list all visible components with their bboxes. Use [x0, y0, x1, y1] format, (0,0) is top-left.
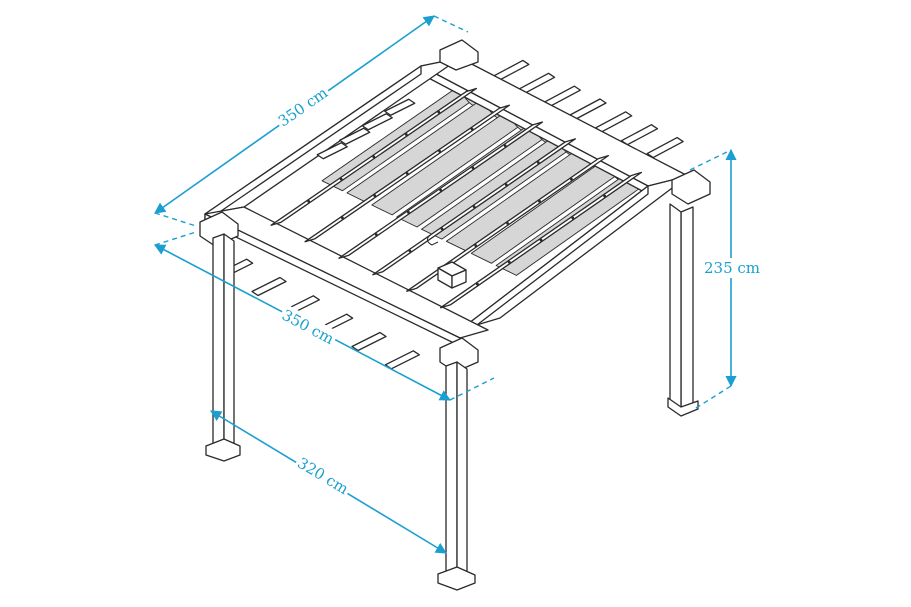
- rail-hole: [307, 200, 311, 203]
- rail-hole: [437, 110, 441, 114]
- rail-hole: [339, 177, 343, 181]
- rail-hole: [472, 205, 476, 209]
- front-right-post: [437, 361, 476, 591]
- rail-hole: [603, 194, 607, 198]
- rail-hole: [503, 144, 507, 148]
- rail-hole: [538, 199, 541, 203]
- rail-hole: [439, 188, 443, 192]
- rail-hole: [470, 127, 474, 131]
- rail-hole: [474, 244, 478, 247]
- rail-hole: [536, 161, 540, 164]
- rail-hole: [504, 183, 508, 187]
- dimension-height: 235 cm: [689, 148, 762, 409]
- rafter-end: [595, 111, 633, 133]
- rail-hole: [507, 260, 511, 264]
- rail-hole: [438, 149, 442, 153]
- rail-hole: [570, 177, 573, 181]
- rail-hole: [373, 194, 377, 198]
- rail-hole: [405, 172, 409, 175]
- rail-hole: [571, 216, 575, 220]
- rail-hole: [372, 155, 376, 159]
- rafter-end: [384, 350, 420, 370]
- rafter-end: [543, 85, 581, 107]
- rail-hole: [440, 227, 444, 231]
- rail-hole: [476, 282, 479, 286]
- base-width-label: 320 cm: [294, 454, 351, 498]
- rafter-end: [646, 136, 684, 159]
- rafter-end: [569, 98, 607, 120]
- rail-hole: [408, 249, 412, 253]
- rafter-end: [620, 124, 659, 146]
- rail-hole: [374, 233, 378, 236]
- rail-hole: [341, 216, 344, 220]
- rail-hole: [471, 166, 475, 170]
- rail-hole: [539, 238, 543, 242]
- height-label: 235 cm: [704, 259, 760, 277]
- rail-hole: [506, 222, 509, 225]
- rafter-end: [517, 72, 556, 94]
- rafter-end: [351, 331, 387, 352]
- back-right-post: [667, 203, 699, 417]
- dimension-base-width: 320 cm: [210, 410, 447, 554]
- rail-hole: [404, 133, 408, 136]
- top-depth-label: 350 cm: [275, 84, 331, 131]
- rail-hole: [407, 210, 410, 214]
- rafter-end: [251, 276, 287, 297]
